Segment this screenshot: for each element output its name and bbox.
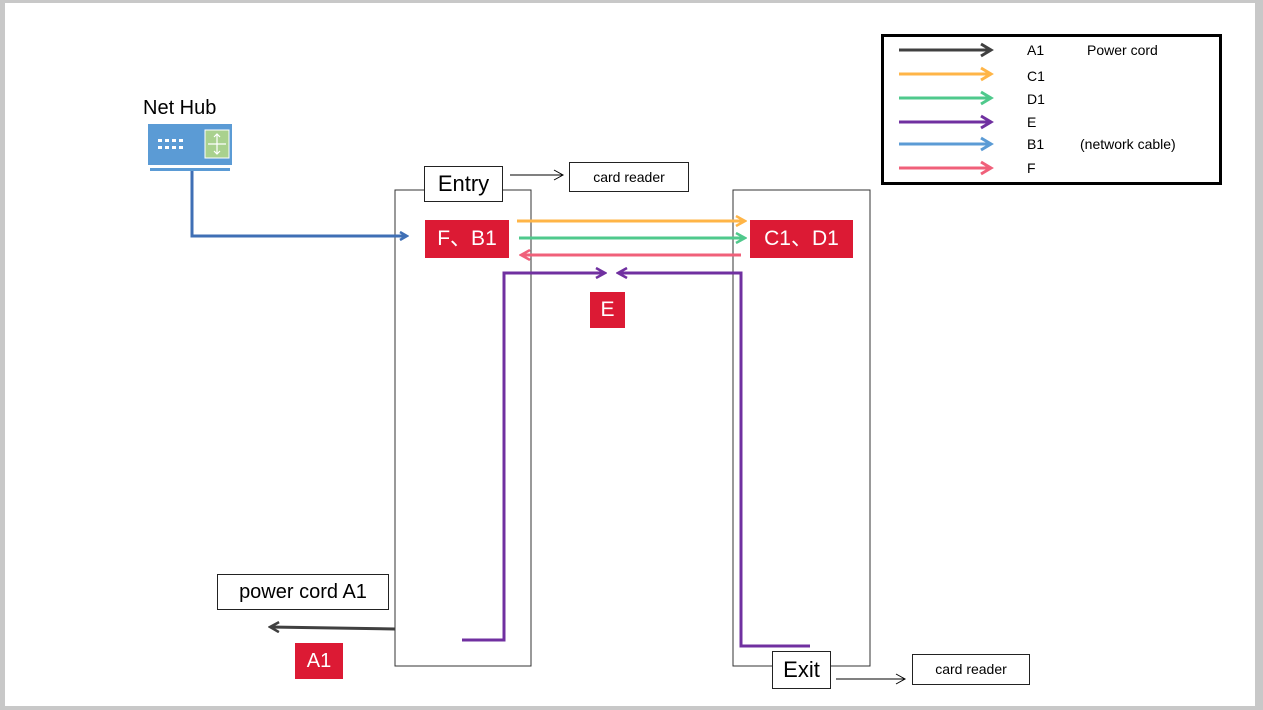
network-cable-line xyxy=(190,171,407,236)
legend-code-d1: D1 xyxy=(1027,91,1045,107)
a1-tag: A1 xyxy=(295,643,343,679)
legend-arrowhead-a1 xyxy=(980,42,994,58)
legend-arrows xyxy=(899,42,994,176)
legend-arrowhead-e xyxy=(980,114,994,130)
e-tag: E xyxy=(590,292,625,328)
legend-desc-b1: (network cable) xyxy=(1080,136,1176,152)
entry-tag: F、B1 xyxy=(425,220,509,258)
entry-column xyxy=(394,189,532,667)
exit-tag: C1、D1 xyxy=(750,220,853,258)
legend-arrowhead-f xyxy=(980,160,994,176)
exit-card-reader-box: card reader xyxy=(912,654,1030,685)
legend-code-c1: C1 xyxy=(1027,68,1045,84)
power-cord-label: power cord A1 xyxy=(217,574,389,610)
exit-column xyxy=(732,189,871,667)
net-hub-label: Net Hub xyxy=(143,97,217,119)
legend-code-f: F xyxy=(1027,160,1036,176)
diagram-canvas xyxy=(148,124,907,685)
legend: A1 Power cord C1 D1 E B1 (network cable)… xyxy=(881,34,1222,185)
legend-code-a1: A1 xyxy=(1027,42,1045,58)
entry-card-reader-box: card reader xyxy=(569,162,689,192)
network-switch-icon xyxy=(148,124,232,171)
exit-label: Exit xyxy=(772,651,831,689)
diagram-page: Net Hub Entry card reader Exit card read… xyxy=(5,3,1255,706)
e-cable-line-right xyxy=(618,273,810,648)
entry-label: Entry xyxy=(424,166,503,202)
legend-code-e: E xyxy=(1027,114,1037,130)
legend-arrowhead-d1 xyxy=(980,90,994,106)
legend-arrowhead-c1 xyxy=(980,66,994,82)
legend-desc-a1: Power cord xyxy=(1087,42,1158,58)
legend-code-b1: B1 xyxy=(1027,136,1045,152)
e-cable-line-left xyxy=(462,273,605,642)
legend-arrowhead-b1 xyxy=(980,136,994,152)
power-cord-line xyxy=(270,627,396,629)
